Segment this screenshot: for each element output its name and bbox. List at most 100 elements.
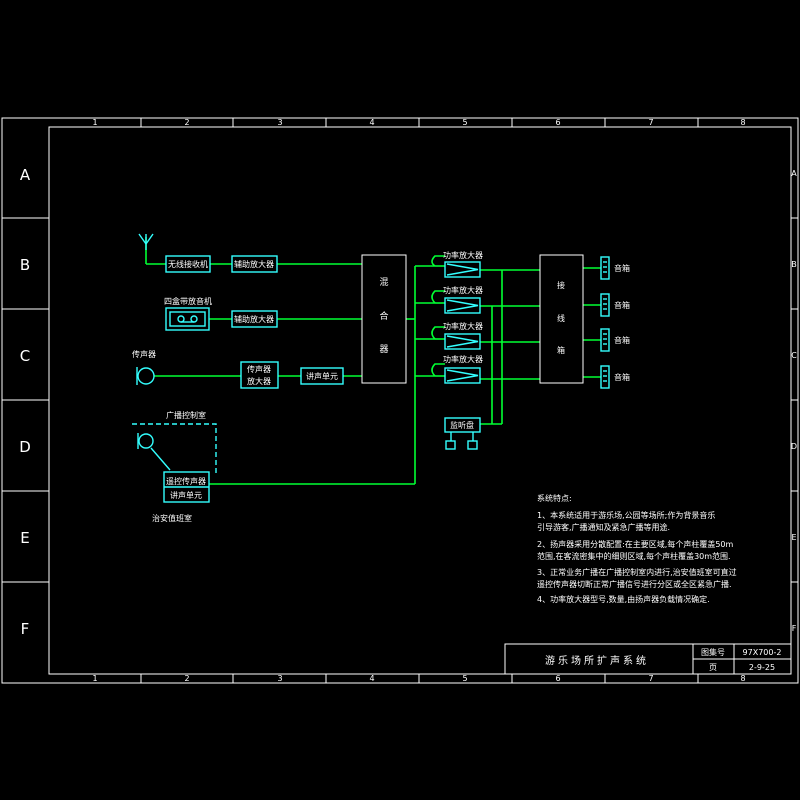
row-letter: C xyxy=(791,351,797,360)
row-letter: D xyxy=(19,438,31,456)
atlas-no-label: 图集号 xyxy=(701,647,725,657)
row-letter: A xyxy=(20,166,31,184)
col-number: 8 xyxy=(740,118,745,127)
speaker-label: 音箱 xyxy=(614,372,630,382)
monitor-panel-label: 监听盘 xyxy=(450,420,474,430)
paging-unit-label: 讲声单元 xyxy=(306,371,338,381)
row-letter: C xyxy=(20,347,30,365)
speaker-column-3: 音箱 xyxy=(600,328,630,352)
row-letter: E xyxy=(20,529,29,547)
notes-title: 系统特点: xyxy=(537,493,572,503)
mic-preamp-block: 传声器 放大器 xyxy=(240,361,279,389)
speaker-column-4: 音箱 xyxy=(600,365,630,389)
remote-mic-label: 遥控传声器 xyxy=(166,476,206,486)
row-letter: F xyxy=(792,624,797,633)
page-no: 2-9-25 xyxy=(749,663,775,672)
note-line: 4、功率放大器型号,数量,由扬声器负载情况确定. xyxy=(537,594,710,604)
monitor-panel-block: 监听盘 xyxy=(444,417,481,450)
signal-wires xyxy=(145,237,601,485)
speaker-label: 音箱 xyxy=(614,263,630,273)
speaker-column-1: 音箱 xyxy=(600,256,630,280)
radio-receiver-block: 无线接收机 xyxy=(165,255,211,273)
power-amplifier-label: 功率放大器 xyxy=(443,321,483,331)
row-letters-left: A B C D E F xyxy=(19,166,31,638)
mixer-block: 混 合 器 xyxy=(361,254,407,384)
col-number: 2 xyxy=(184,674,189,683)
row-letter: D xyxy=(791,442,797,451)
col-number: 4 xyxy=(369,674,374,683)
note-line: 3、正常业务广播在广播控制室内进行,治安值班室可直过 xyxy=(537,567,737,577)
title-block: 游乐场所扩声系统 图集号 97X700-2 页 2-9-25 xyxy=(504,643,792,675)
col-number: 1 xyxy=(92,118,97,127)
col-number: 5 xyxy=(462,118,467,127)
drawing-frame xyxy=(1,117,799,684)
antenna-icon xyxy=(138,233,154,250)
col-number: 5 xyxy=(462,674,467,683)
col-number: 1 xyxy=(92,674,97,683)
cassette-player-label: 四盒带放音机 xyxy=(164,296,212,306)
speaker-label: 音箱 xyxy=(614,335,630,345)
power-amplifier-4: 功率放大器 xyxy=(443,354,483,384)
power-amplifier-2: 功率放大器 xyxy=(443,285,483,314)
junction-char-2: 线 xyxy=(557,313,565,323)
column-numbers-bottom: 1 2 3 4 5 6 7 8 xyxy=(92,674,745,683)
microphone-label: 传声器 xyxy=(132,349,156,359)
aux-amplifier-2-label: 辅助放大器 xyxy=(234,314,274,324)
col-number: 8 xyxy=(740,674,745,683)
col-number: 4 xyxy=(369,118,374,127)
junction-box-block: 接 线 箱 xyxy=(539,254,584,384)
col-number: 2 xyxy=(184,118,189,127)
aux-amplifier-1-label: 辅助放大器 xyxy=(234,259,274,269)
paging-unit-block: 讲声单元 xyxy=(300,367,344,385)
mic-preamp-label-2: 放大器 xyxy=(247,376,271,386)
note-line: 1、本系统适用于游乐场,公园等场所;作为背景音乐 xyxy=(537,510,715,520)
system-notes: 系统特点: 1、本系统适用于游乐场,公园等场所;作为背景音乐 引导游客,广播通知… xyxy=(537,493,737,604)
row-letters-right: A B C D E F xyxy=(791,169,797,633)
cassette-player-icon xyxy=(165,307,210,331)
remote-mic-block: 遥控传声器 讲声单元 xyxy=(163,471,210,503)
col-number: 6 xyxy=(555,674,560,683)
power-amplifier-3: 功率放大器 xyxy=(443,321,483,350)
atlas-no: 97X700-2 xyxy=(743,648,782,657)
row-letter: E xyxy=(791,533,796,542)
col-number: 6 xyxy=(555,118,560,127)
row-letter: B xyxy=(791,260,797,269)
aux-amplifier-1-block: 辅助放大器 xyxy=(231,255,278,273)
row-letter: F xyxy=(21,620,30,638)
junction-char-1: 接 xyxy=(557,280,565,290)
col-number: 3 xyxy=(277,118,282,127)
speaker-column-2: 音箱 xyxy=(600,293,630,317)
mixer-char-2: 合 xyxy=(379,310,388,322)
note-line: 引导游客,广播通知及紧急广播等用途. xyxy=(537,522,670,532)
microphone-icon xyxy=(136,367,155,385)
note-line: 范围,在客流密集中的细则区域,每个声柱覆盖30m范围. xyxy=(537,551,731,561)
col-number: 3 xyxy=(277,674,282,683)
aux-amplifier-2-block: 辅助放大器 xyxy=(231,310,278,328)
room-microphone-icon xyxy=(137,433,154,449)
mic-preamp-label-1: 传声器 xyxy=(247,364,271,374)
note-line: 2、扬声器采用分散配置:在主要区域,每个声柱覆盖50m xyxy=(537,539,734,549)
col-number: 7 xyxy=(648,118,653,127)
broadcast-room-label: 广播控制室 xyxy=(166,410,206,420)
power-amplifier-label: 功率放大器 xyxy=(443,354,483,364)
page-label: 页 xyxy=(709,663,717,672)
mic-cable xyxy=(150,447,171,471)
power-amplifier-label: 功率放大器 xyxy=(443,250,483,260)
broadcast-room-boundary xyxy=(132,423,217,476)
radio-receiver-label: 无线接收机 xyxy=(168,259,208,269)
mixer-char-3: 器 xyxy=(379,344,388,355)
row-letter: A xyxy=(791,169,797,178)
junction-char-3: 箱 xyxy=(557,345,565,355)
speaker-label: 音箱 xyxy=(614,300,630,310)
mixer-char-1: 混 xyxy=(379,277,388,288)
power-amplifier-1: 功率放大器 xyxy=(443,250,483,278)
power-amplifier-label: 功率放大器 xyxy=(443,285,483,295)
drawing-title: 游乐场所扩声系统 xyxy=(545,654,649,667)
security-room-label: 治安值班室 xyxy=(152,513,192,523)
column-numbers-top: 1 2 3 4 5 6 7 8 xyxy=(92,118,745,127)
remote-mic-unit-label: 讲声单元 xyxy=(170,490,202,500)
row-letter: B xyxy=(20,256,30,274)
col-number: 7 xyxy=(648,674,653,683)
note-line: 遥控传声器切断正常广播信号进行分区或全区紧急广播. xyxy=(537,579,732,589)
